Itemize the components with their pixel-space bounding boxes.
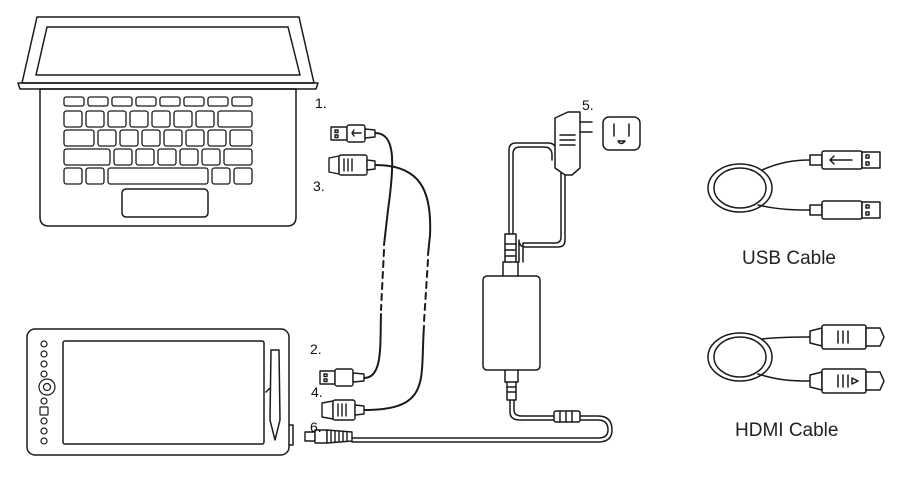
step-label-1: 1.: [315, 95, 327, 111]
power-adapter-icon: [351, 111, 613, 443]
tablet-express-keys: [38, 340, 56, 445]
dc-power-plug-icon: [304, 429, 353, 444]
hdmi-connector-icon: [321, 399, 365, 421]
tablet-screen: [62, 340, 265, 445]
laptop-icon: [17, 16, 319, 227]
laptop-function-keys: [63, 96, 253, 107]
step-label-4: 4.: [311, 384, 323, 400]
laptop-keyboard: [63, 110, 253, 185]
usb-cable-line: [363, 132, 394, 379]
usb-connector-icon: [319, 368, 365, 387]
hdmi-cable-icon: [707, 324, 885, 394]
usb-cable-caption: USB Cable: [742, 248, 836, 269]
hdmi-connector-icon: [328, 154, 376, 176]
step-label-6: 6.: [310, 419, 322, 435]
step-label-2: 2.: [310, 341, 322, 357]
hdmi-cable-caption: HDMI Cable: [735, 420, 839, 441]
ferrite-bead-icon: [553, 410, 581, 423]
step-label-3: 3.: [313, 178, 325, 194]
usb-connector-icon: [330, 124, 376, 143]
usb-cable-icon: [707, 150, 881, 220]
stylus-pen-icon: [265, 349, 281, 441]
pen-display-tablet-icon: [26, 328, 294, 456]
step-label-5: 5.: [582, 97, 594, 113]
laptop-touchpad: [121, 188, 209, 218]
power-outlet-icon: [602, 116, 641, 151]
hdmi-cable-line: [363, 164, 432, 411]
